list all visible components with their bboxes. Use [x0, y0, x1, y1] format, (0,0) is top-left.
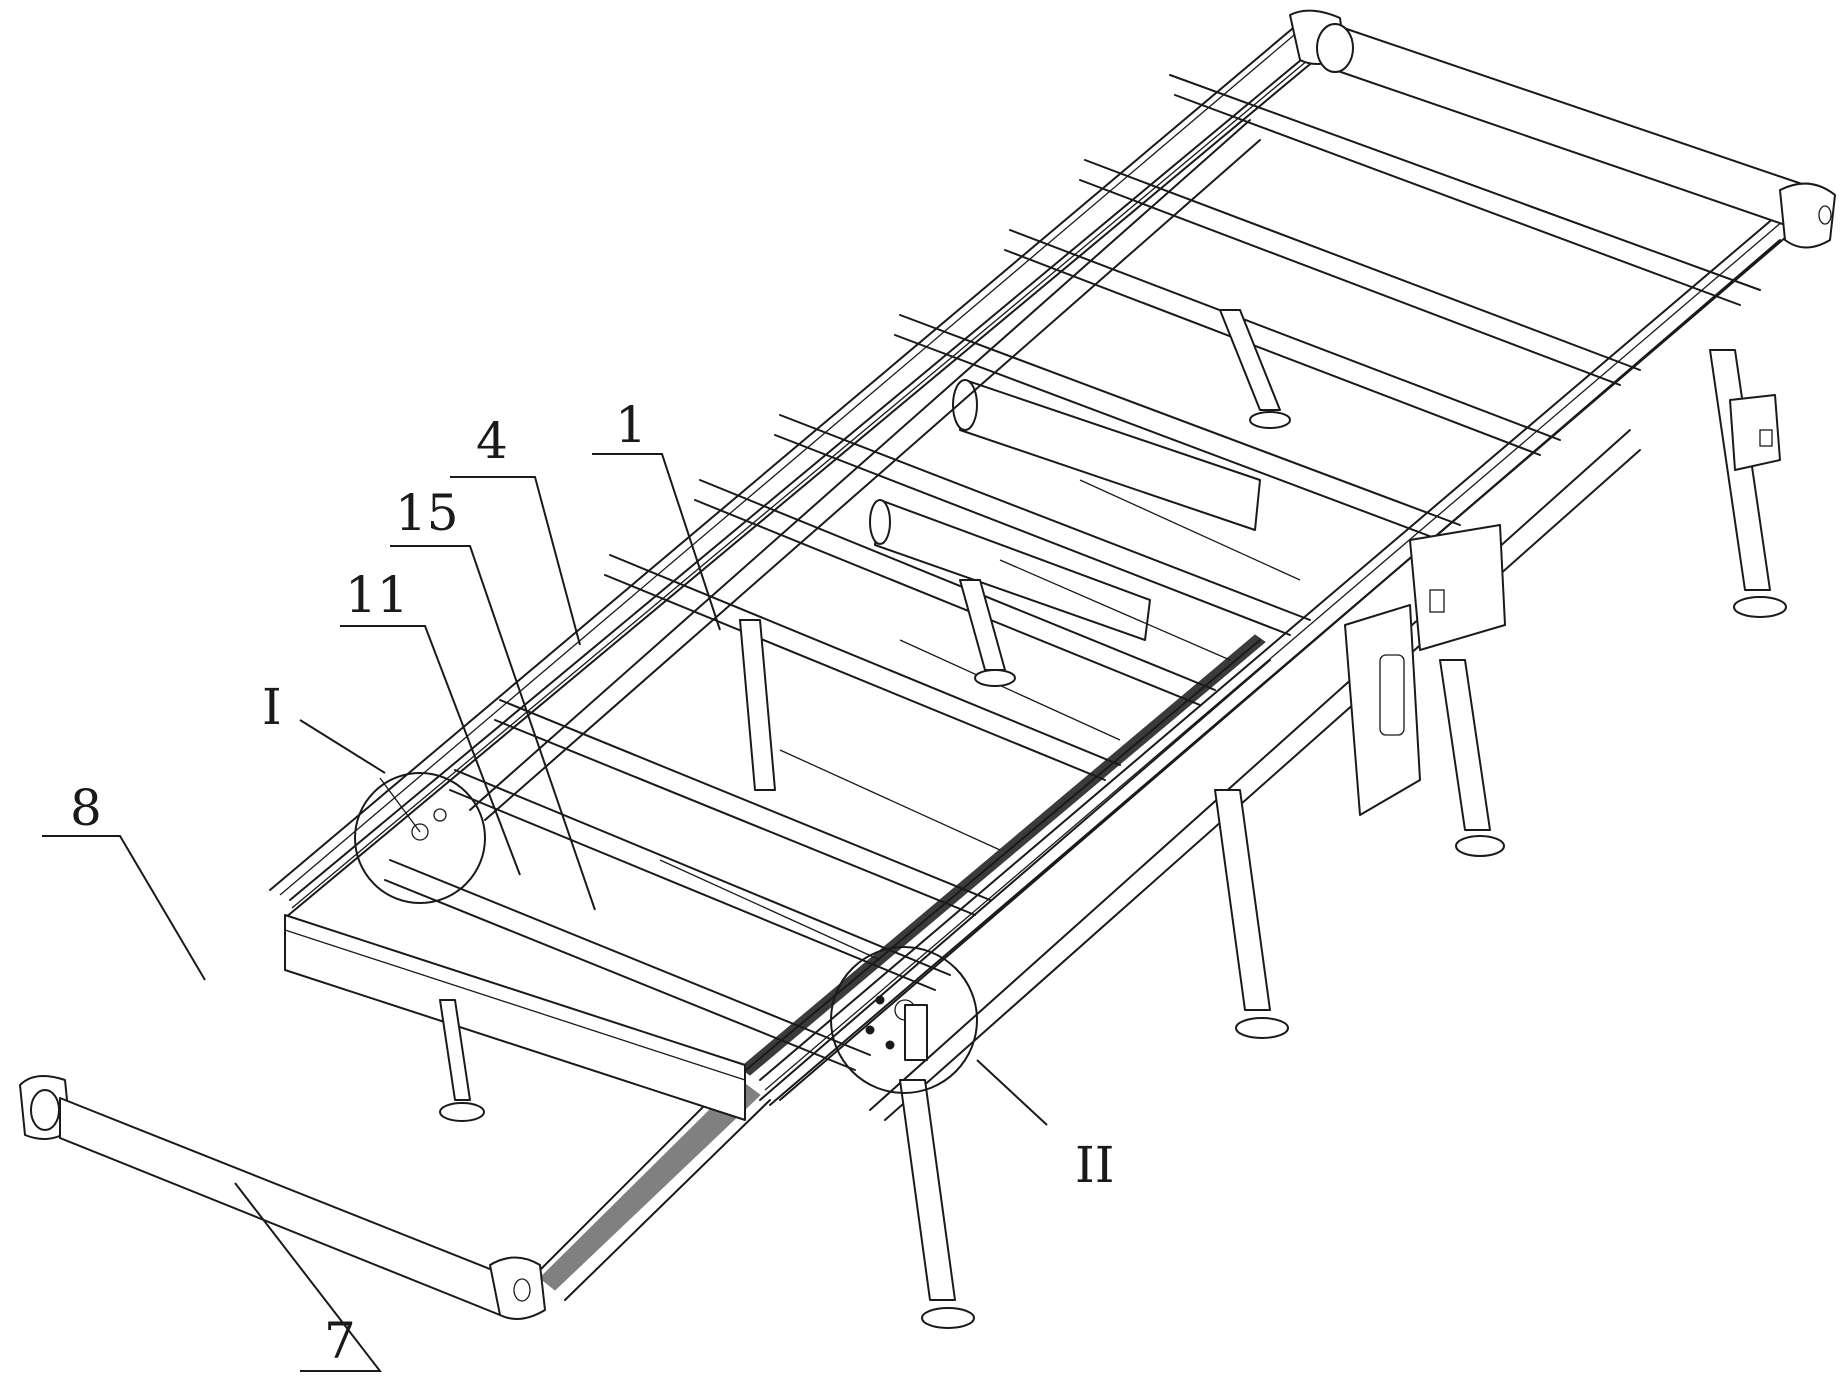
callout-I: I: [262, 678, 282, 736]
callout-15: 15: [395, 484, 459, 542]
callout-1: 1: [615, 396, 647, 454]
leader-11: [340, 625, 521, 876]
belt-edge-strip: [539, 634, 1266, 1301]
cross-bars: [384, 74, 1761, 1071]
callout-labels: 1 4 15 11 I 8 7 II: [70, 396, 1115, 1370]
drive-box: [1344, 394, 1781, 816]
callout-4: 4: [476, 412, 508, 470]
detail-circle-II: [830, 946, 978, 1094]
rear-end-roller: [1289, 9, 1836, 249]
lower-frame: [469, 119, 1641, 1121]
support-legs: [439, 309, 1787, 1329]
detail-circle-I: [354, 772, 486, 904]
leader-II: [976, 1059, 1048, 1126]
callout-11: 11: [345, 566, 409, 624]
leader-15: [390, 545, 596, 911]
leader-I: [299, 719, 386, 774]
callout-II: II: [1075, 1136, 1115, 1194]
leader-4: [450, 476, 581, 646]
leader-1: [592, 453, 721, 631]
front-end-roller: [19, 1075, 546, 1320]
leader-8: [42, 835, 206, 981]
leader-7: [234, 1182, 383, 1372]
callout-8: 8: [70, 779, 102, 837]
detail-view-markers: [354, 772, 978, 1094]
callout-7: 7: [324, 1312, 356, 1370]
front-cross-member: [284, 914, 746, 1121]
leader-lines: [42, 453, 1048, 1372]
